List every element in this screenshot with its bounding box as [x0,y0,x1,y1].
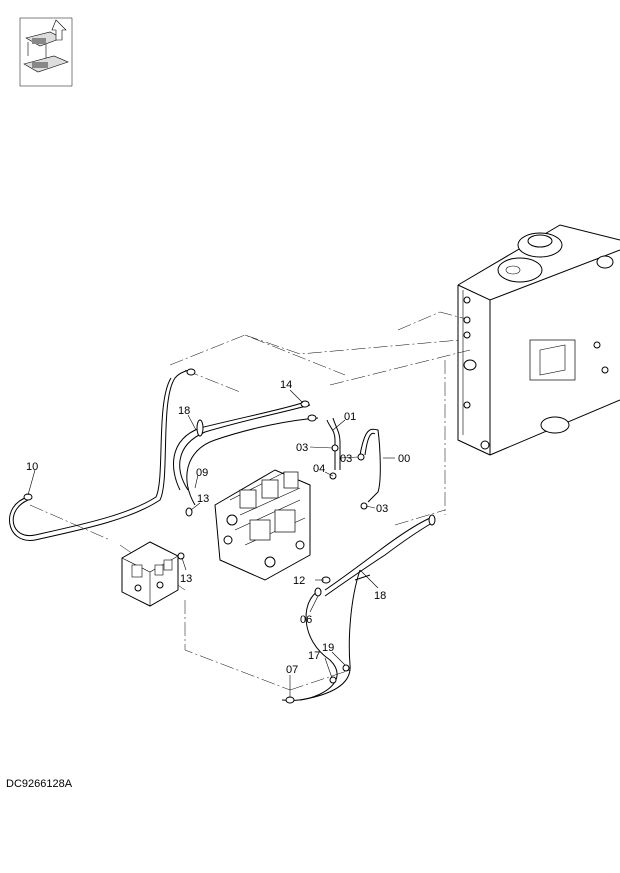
part-label: 04 [313,463,325,475]
locator-thumbnail-icon [19,17,73,87]
part-labels: 00 01 03 03 03 04 06 07 09 10 12 13 13 1… [26,379,410,676]
leader-lines [27,389,395,697]
part-label: 03 [340,453,352,465]
part-label: 14 [280,379,292,391]
part-label: 00 [398,453,410,465]
control-valve [121,541,179,607]
part-label: 18 [374,590,386,602]
part-label: 06 [300,614,312,626]
part-label: 10 [26,461,38,473]
part-label: 03 [376,503,388,515]
part-label: 01 [344,411,356,423]
part-label: 13 [197,493,209,505]
fittings [23,368,436,704]
part-label: 07 [286,664,298,676]
part-label: 03 [296,442,308,454]
drawing-code: DC9266128A [6,778,73,790]
part-label: 19 [322,642,334,654]
part-label: 17 [308,650,320,662]
part-label: 09 [196,467,208,479]
pilot-valve-block [214,469,311,581]
part-label: 13 [180,573,192,585]
hydraulic-tank [457,224,620,456]
part-label: 12 [293,575,305,587]
part-label: 18 [178,405,190,417]
